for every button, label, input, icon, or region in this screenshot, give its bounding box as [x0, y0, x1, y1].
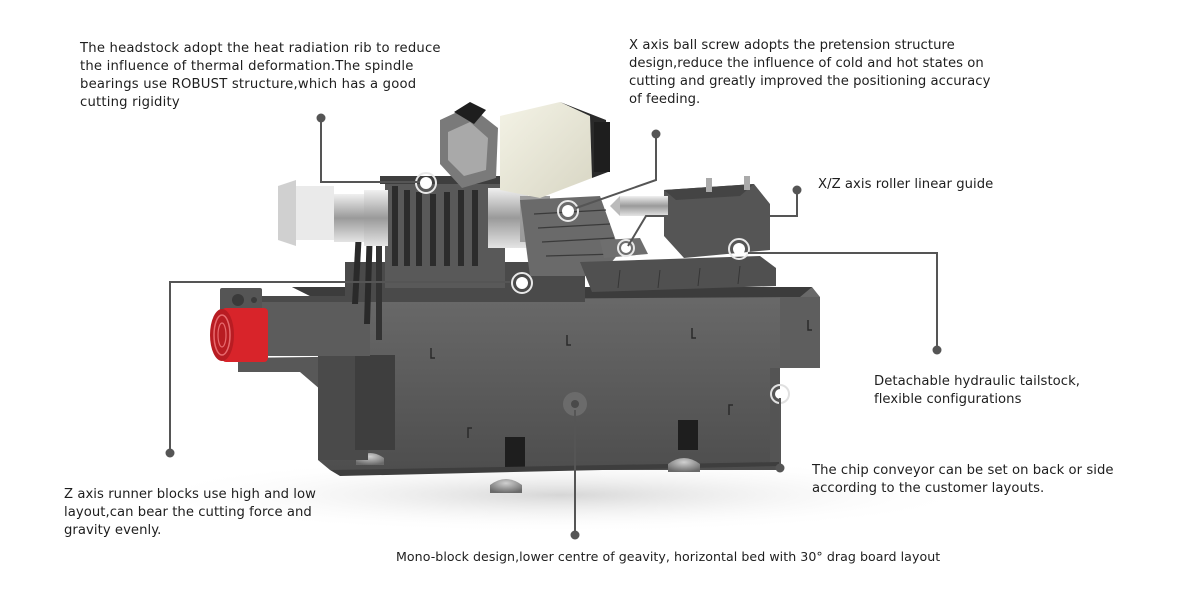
floor-shadow	[140, 457, 980, 533]
callout-linear-guide: X/Z axis roller linear guide	[818, 177, 994, 192]
callout-chip-conveyor: The chip conveyor can be set on back or …	[812, 463, 1114, 496]
callout-z-axis-runner: Z axis runner blocks use high and low la…	[64, 487, 316, 538]
callout-headstock: The headstock adopt the heat radiation r…	[80, 41, 441, 110]
leader-lines	[169, 118, 938, 535]
leveling-feet	[356, 453, 700, 493]
hotspot-ball-screw[interactable]	[557, 200, 579, 222]
callout-x-axis-ball-screw: X axis ball screw adopts the pretension …	[629, 38, 991, 107]
z-axis-motor-assembly	[210, 288, 396, 460]
callout-mono-block: Mono-block design,lower centre of geavit…	[396, 549, 941, 564]
turret-assembly	[440, 102, 620, 276]
leader-dots	[165, 113, 942, 540]
hotspot-z-rail[interactable]	[511, 272, 533, 294]
hotspot-tailstock[interactable]	[728, 238, 750, 260]
callout-tailstock: Detachable hydraulic tailstock, flexible…	[874, 374, 1081, 407]
hotspot-mono-block[interactable]	[563, 392, 587, 416]
motor-fan-red	[222, 308, 268, 362]
z-axis-rails	[580, 238, 776, 292]
